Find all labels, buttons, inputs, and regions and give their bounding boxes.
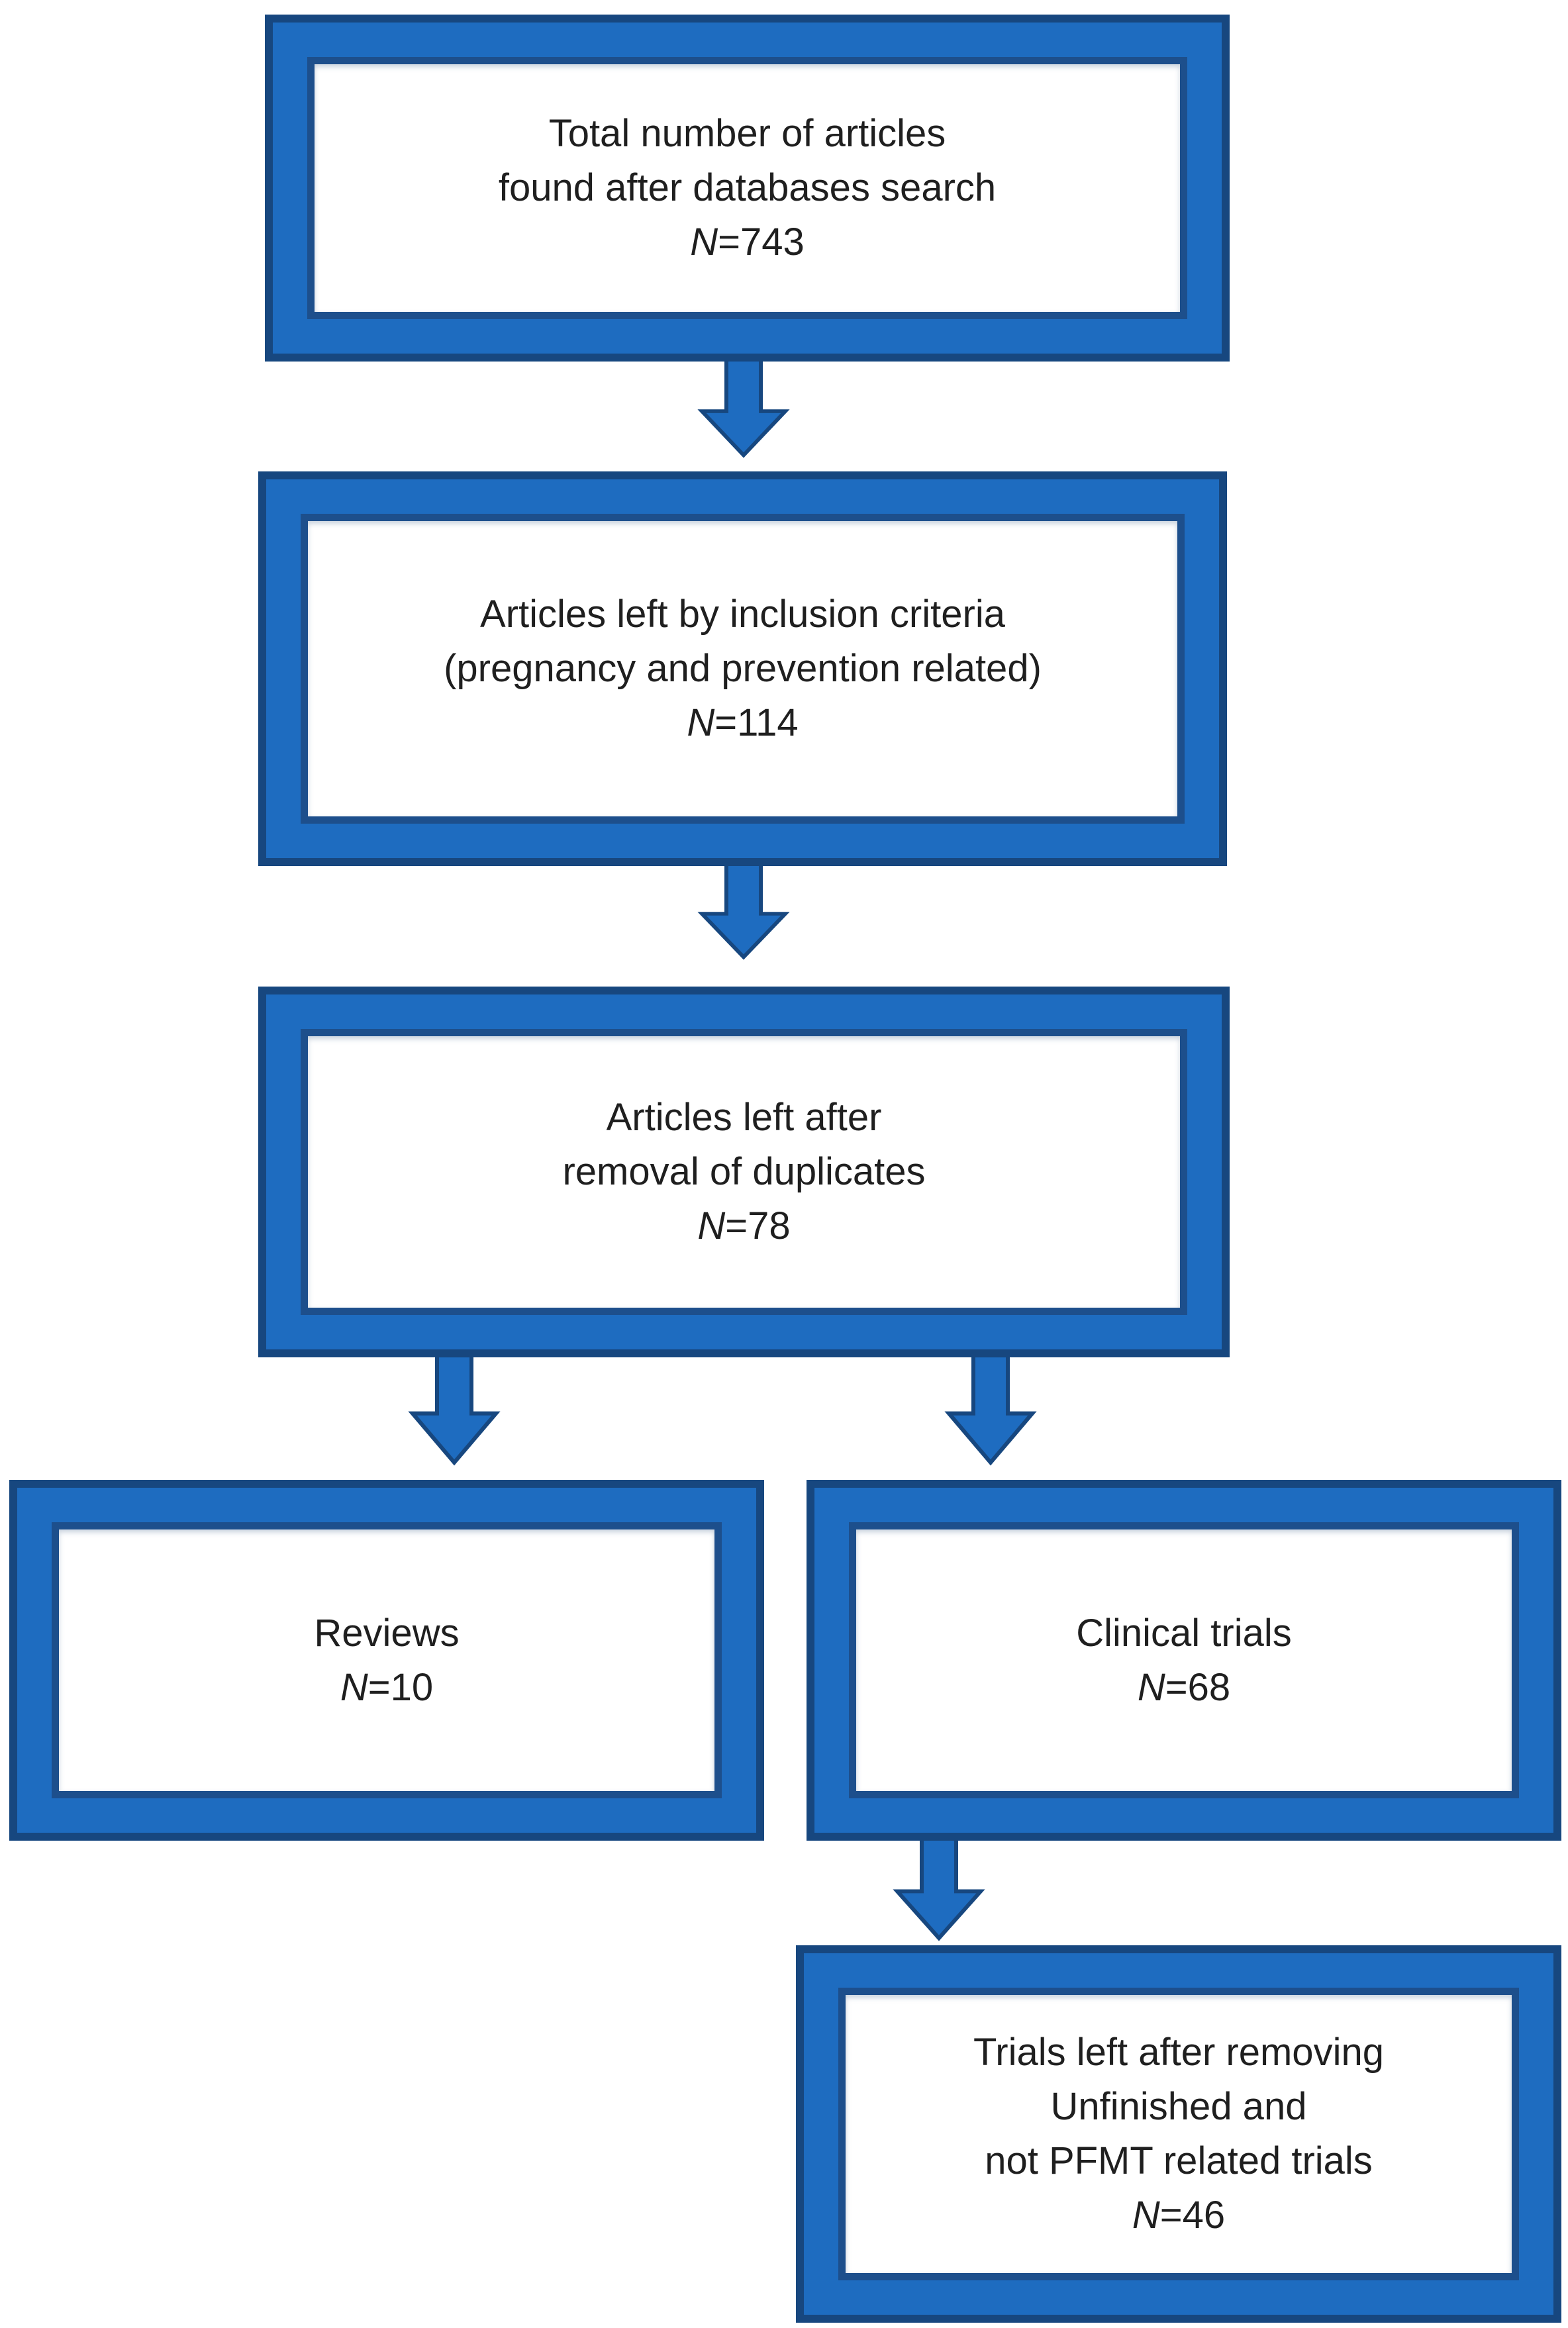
- node-count: N=46: [1132, 2188, 1225, 2243]
- node-text-line: Trials left after removing: [973, 2031, 1384, 2074]
- down-arrow-icon: [697, 358, 790, 458]
- node-final-trials-panel: Trials left after removing Unfinished an…: [838, 1988, 1519, 2280]
- n-value: =10: [368, 1665, 434, 1709]
- node-text-line: Unfinished and: [1050, 2085, 1307, 2128]
- n-symbol: N: [340, 1665, 368, 1709]
- node-text-line: Articles left by inclusion criteria: [480, 593, 1005, 636]
- n-symbol: N: [1137, 1665, 1165, 1709]
- down-arrow-icon: [697, 861, 790, 960]
- n-symbol: N: [1132, 2194, 1160, 2237]
- node-duplicates-removed: Articles left after removal of duplicate…: [258, 987, 1230, 1357]
- down-arrow-icon: [944, 1353, 1037, 1466]
- n-symbol: N: [697, 1204, 726, 1247]
- n-value: =78: [725, 1204, 791, 1247]
- n-value: =46: [1159, 2194, 1226, 2237]
- n-value: =68: [1165, 1665, 1231, 1709]
- node-count: N=743: [690, 215, 805, 269]
- node-text-line: not PFMT related trials: [985, 2139, 1373, 2182]
- node-text-line: Articles left after: [606, 1096, 882, 1139]
- node-text-line: Clinical trials: [1076, 1611, 1292, 1655]
- node-count: N=10: [340, 1661, 433, 1715]
- node-text-line: found after databases search: [498, 166, 997, 209]
- node-count: N=78: [697, 1199, 790, 1253]
- node-count: N=68: [1138, 1661, 1230, 1715]
- node-text-line: Reviews: [314, 1611, 460, 1655]
- node-inclusion-criteria-panel: Articles left by inclusion criteria (pre…: [301, 514, 1185, 824]
- node-text-line: (pregnancy and prevention related): [444, 647, 1042, 690]
- node-reviews: Reviews N=10: [9, 1480, 764, 1841]
- node-final-trials: Trials left after removing Unfinished an…: [796, 1945, 1561, 2323]
- down-arrow-icon: [408, 1353, 501, 1466]
- n-symbol: N: [690, 220, 718, 264]
- node-reviews-panel: Reviews N=10: [52, 1522, 722, 1798]
- n-symbol: N: [687, 701, 715, 744]
- node-count: N=114: [687, 696, 798, 750]
- node-text-line: Total number of articles: [548, 112, 946, 155]
- node-total-articles-panel: Total number of articles found after dat…: [307, 57, 1187, 319]
- node-clinical-trials-panel: Clinical trials N=68: [849, 1522, 1519, 1798]
- node-inclusion-criteria: Articles left by inclusion criteria (pre…: [258, 471, 1227, 866]
- down-arrow-icon: [893, 1834, 985, 1941]
- node-clinical-trials: Clinical trials N=68: [807, 1480, 1561, 1841]
- node-text-line: removal of duplicates: [562, 1150, 926, 1193]
- n-value: =743: [718, 220, 805, 264]
- node-duplicates-removed-panel: Articles left after removal of duplicate…: [301, 1029, 1187, 1315]
- n-value: =114: [714, 701, 799, 744]
- node-total-articles: Total number of articles found after dat…: [265, 15, 1230, 362]
